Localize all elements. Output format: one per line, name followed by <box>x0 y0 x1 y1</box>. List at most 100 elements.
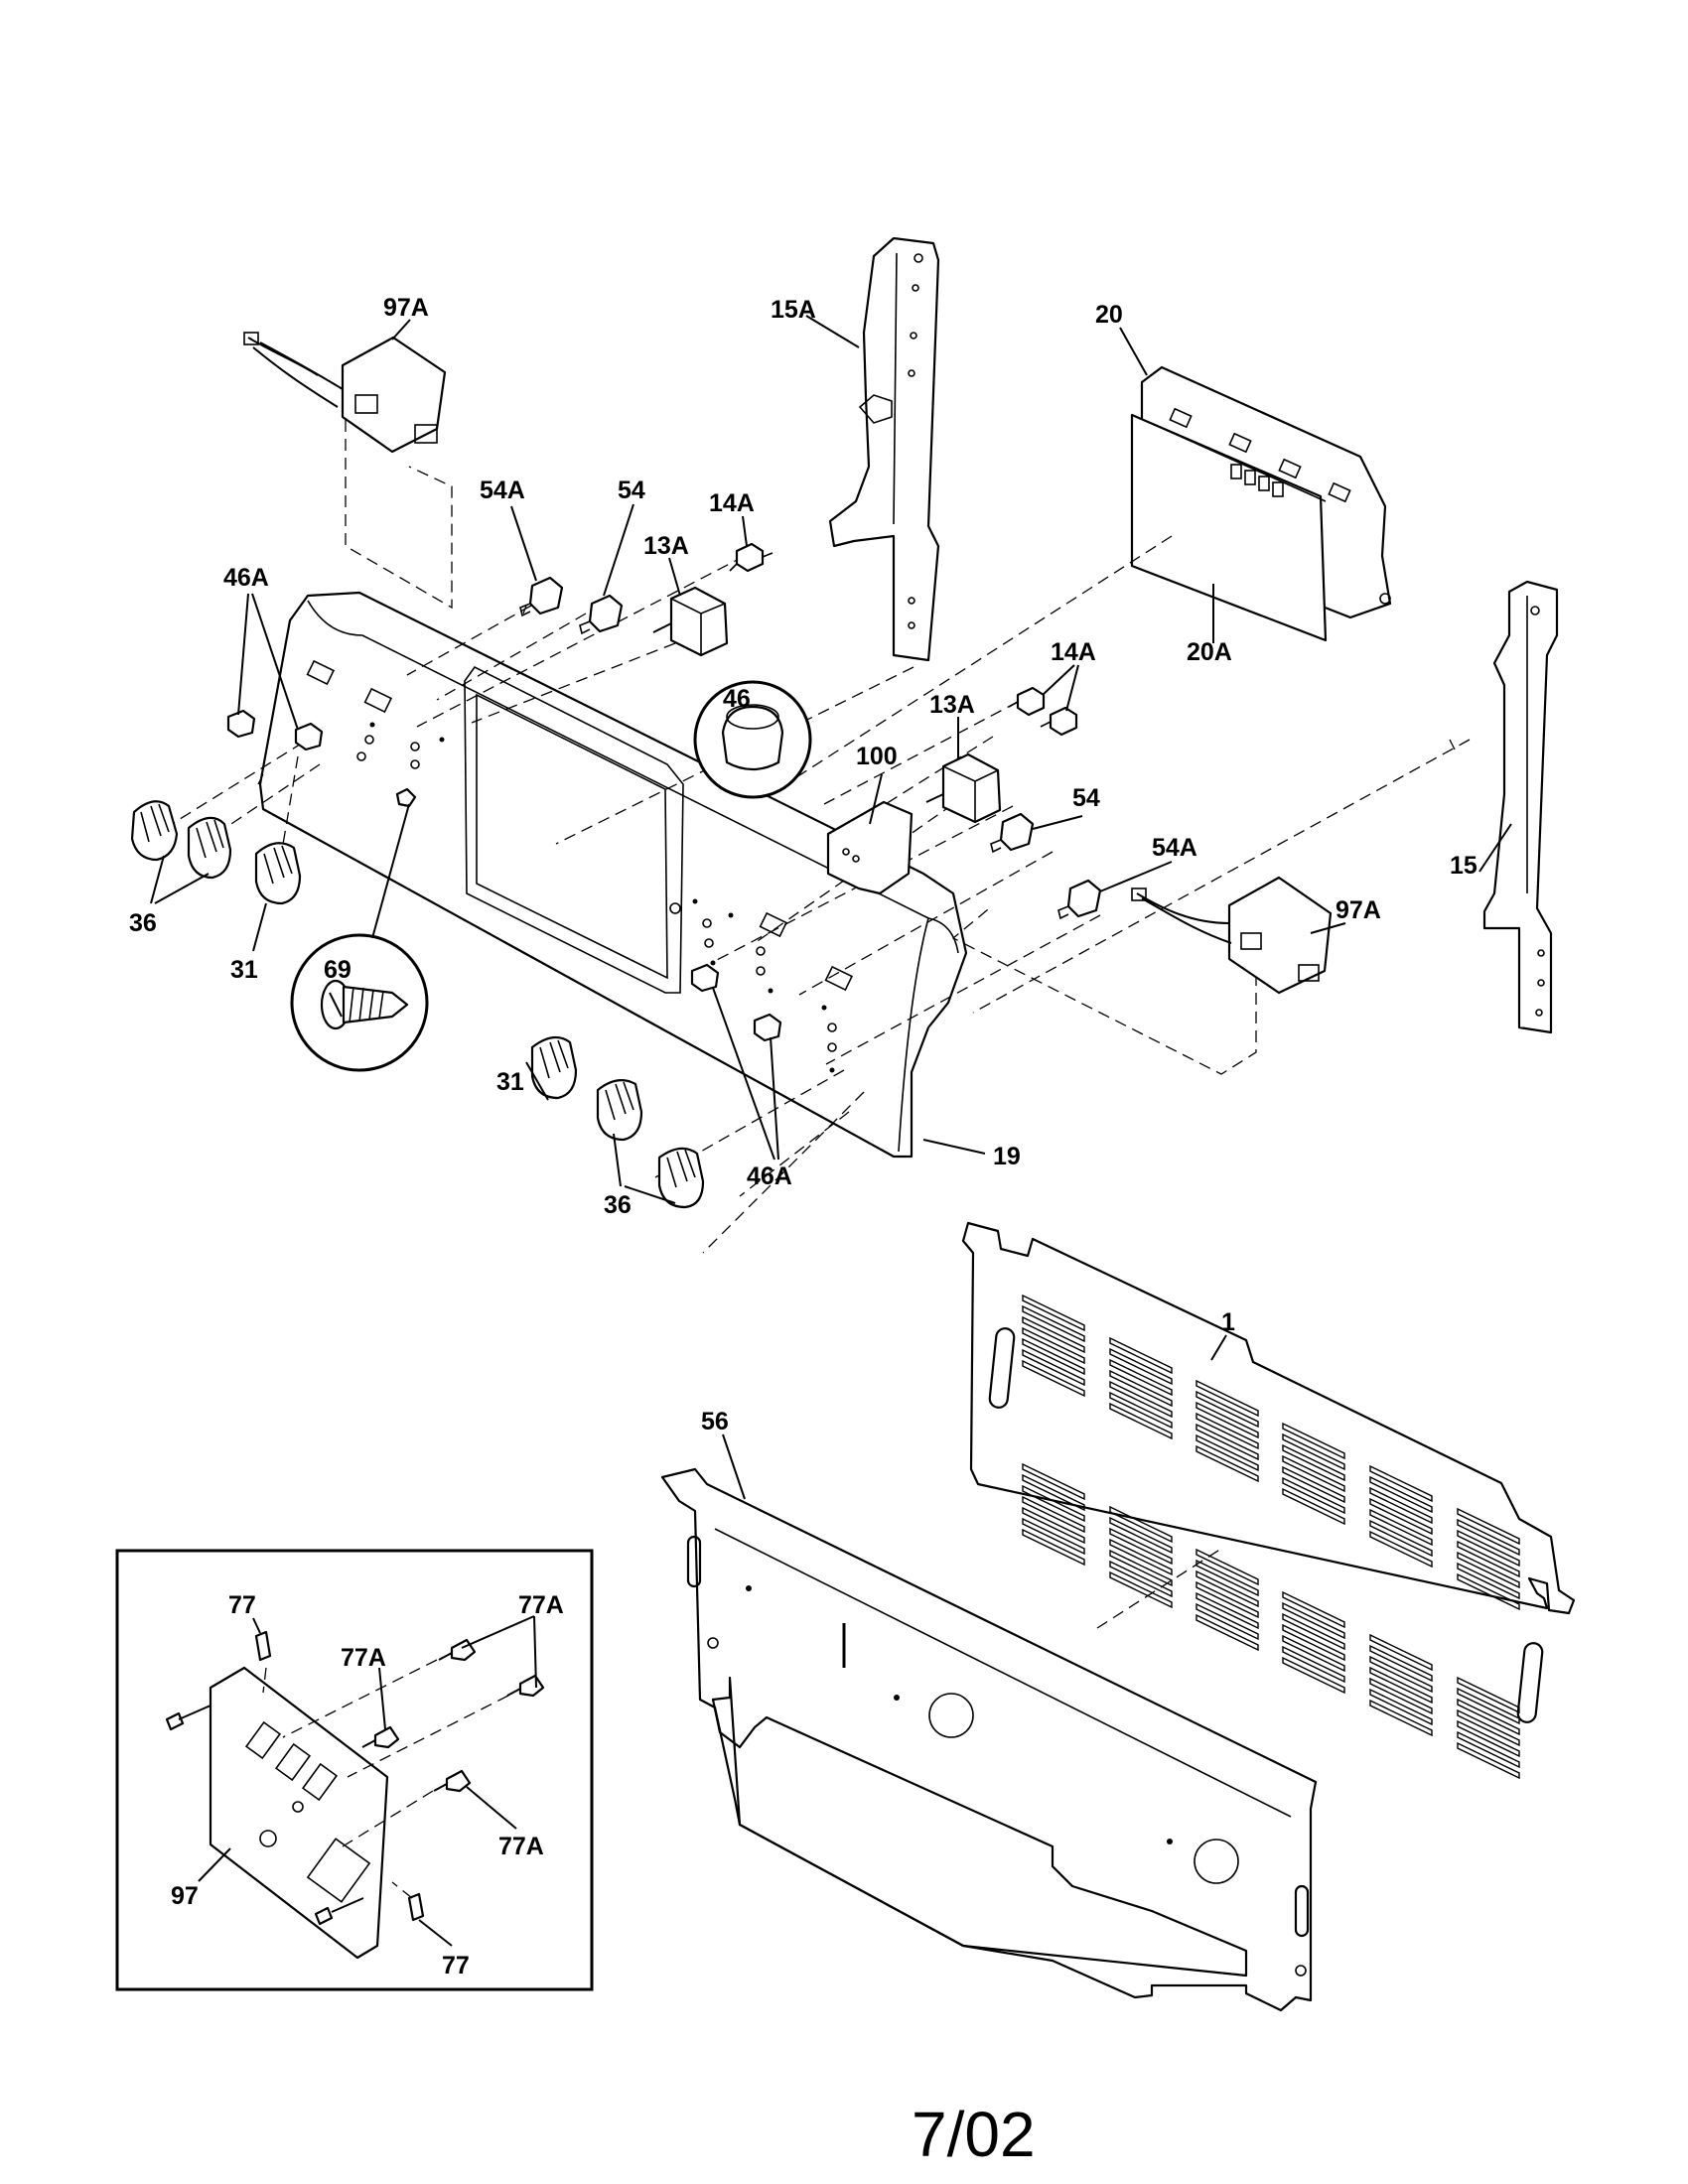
switch-46A-left-a <box>226 709 256 739</box>
infinite-switch-13A-top <box>652 586 729 657</box>
label-77A-lower: 77A <box>498 1833 544 1860</box>
label-15: 15 <box>1450 852 1477 880</box>
vent-slot <box>1457 1741 1520 1780</box>
wiring-harness-97A-top <box>243 332 447 454</box>
vent-slot <box>1109 1391 1173 1430</box>
side-bracket-left-part <box>828 236 940 662</box>
vent-slot <box>1369 1486 1433 1525</box>
label-77-bottom: 77 <box>442 1952 470 1979</box>
vent-slot <box>1369 1508 1433 1547</box>
vent-slot <box>1022 1359 1085 1398</box>
vent-slot <box>1022 1528 1085 1567</box>
vent-slot <box>1109 1336 1173 1375</box>
vent-slot <box>1369 1644 1433 1683</box>
label-46: 46 <box>723 685 751 713</box>
vent-slot <box>1109 1380 1173 1419</box>
knob-31-bottom <box>530 1035 578 1100</box>
vent-slot <box>1196 1433 1259 1472</box>
label-77A-right: 77A <box>518 1591 564 1619</box>
wiring-harness-97A-right <box>1131 876 1333 995</box>
vent-slot <box>1196 1580 1259 1619</box>
label-20: 20 <box>1095 301 1123 329</box>
label-19: 19 <box>993 1143 1021 1170</box>
vent-slot <box>1109 1527 1173 1566</box>
control-display-digits <box>1230 464 1284 497</box>
vent-slot <box>1457 1562 1520 1600</box>
vent-slot <box>1109 1358 1173 1397</box>
vent-slot <box>1022 1304 1085 1343</box>
vent-slot <box>1369 1666 1433 1705</box>
label-13A-top: 13A <box>643 532 689 560</box>
vent-slot <box>1109 1538 1173 1576</box>
vent-slot <box>1282 1623 1345 1662</box>
vent-slot <box>1282 1601 1345 1640</box>
label-54-top: 54 <box>618 477 645 504</box>
vent-slot <box>1282 1656 1345 1695</box>
callout-circle-46 <box>693 680 812 799</box>
vent-slot <box>1022 1517 1085 1556</box>
label-36-bottom: 36 <box>604 1191 632 1219</box>
switch-54-top <box>579 594 624 635</box>
vent-slot <box>1282 1465 1345 1504</box>
infinite-switch-13A-right <box>925 752 1002 824</box>
vent-slot <box>1282 1433 1345 1471</box>
vent-slot <box>1109 1369 1173 1408</box>
vent-slot <box>1282 1454 1345 1493</box>
bracket-100-part <box>826 800 914 895</box>
vent-slot <box>1196 1613 1259 1652</box>
vent-slot <box>1282 1422 1345 1460</box>
vent-slot <box>1022 1326 1085 1365</box>
vent-slot <box>1196 1412 1259 1450</box>
vent-slot <box>1282 1590 1345 1629</box>
knob-36-a <box>130 800 179 862</box>
vent-slot <box>1457 1687 1520 1725</box>
vent-slot <box>1457 1730 1520 1769</box>
leader-lines <box>150 315 1512 1947</box>
switch-54A-right <box>1057 879 1102 920</box>
vent-slot <box>1282 1443 1345 1482</box>
vent-slot <box>1022 1315 1085 1354</box>
vent-slot <box>1369 1464 1433 1503</box>
vent-slot <box>1369 1530 1433 1569</box>
vent-slot <box>1022 1473 1085 1512</box>
vent-slot <box>1369 1688 1433 1726</box>
vent-slot <box>1196 1423 1259 1461</box>
label-20A: 20A <box>1187 638 1232 666</box>
standoff-77-top <box>254 1630 272 1662</box>
vent-slot <box>1282 1487 1345 1526</box>
assembly-lines <box>168 420 1471 1254</box>
vent-slot <box>1196 1570 1259 1608</box>
rear-panel-part <box>961 1221 1576 1780</box>
screw-left-top <box>165 1705 211 1731</box>
screw-left-bottom <box>314 1897 364 1926</box>
vent-slot <box>1457 1529 1520 1568</box>
control-module-part <box>1130 365 1392 642</box>
vent-slot <box>1196 1390 1259 1429</box>
switch-54A-top <box>519 576 564 617</box>
vent-slot <box>1282 1612 1345 1651</box>
vent-slot <box>1022 1294 1085 1332</box>
vent-slot <box>1196 1401 1259 1439</box>
vent-slot <box>1369 1655 1433 1694</box>
label-46A-left: 46A <box>223 564 269 592</box>
vent-slot <box>1109 1402 1173 1440</box>
label-97A-top: 97A <box>383 294 429 322</box>
label-54A-top: 54A <box>480 477 525 504</box>
vent-slot <box>1196 1379 1259 1418</box>
vent-slot <box>1022 1506 1085 1545</box>
standoff-77A-c <box>506 1674 545 1698</box>
label-77A-left: 77A <box>341 1644 386 1672</box>
standoff-77-bottom <box>407 1892 425 1922</box>
label-1: 1 <box>1221 1308 1235 1336</box>
label-14A-right: 14A <box>1051 638 1096 666</box>
label-69: 69 <box>324 956 352 984</box>
vent-slot <box>1282 1645 1345 1684</box>
vent-slot <box>1196 1444 1259 1483</box>
vent-slot <box>1022 1348 1085 1387</box>
label-14A-top: 14A <box>709 489 755 517</box>
label-97: 97 <box>171 1882 199 1910</box>
signal-light-14A-right-a <box>1008 686 1046 717</box>
knob-36-c <box>596 1079 643 1142</box>
vent-slot <box>1369 1677 1433 1715</box>
vent-slot <box>1457 1507 1520 1546</box>
